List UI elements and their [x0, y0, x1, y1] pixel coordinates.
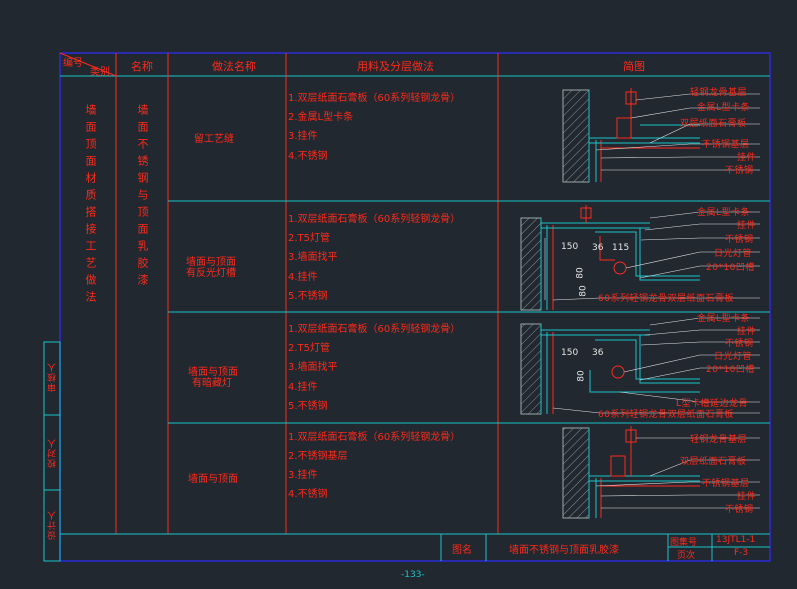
row3-callout-1: 金属L型卡条	[697, 314, 751, 324]
row3-callout-2: 挂件	[737, 327, 757, 337]
row2-dim-2: 36	[592, 243, 604, 253]
row1-callout-1: 轻钢龙骨基层	[690, 88, 748, 98]
row1-method: 留工艺缝	[194, 134, 234, 145]
row3-dim-1: 150	[561, 348, 579, 358]
page-number: -133-	[401, 570, 425, 580]
row3-material-5: 5.不锈钢	[288, 401, 328, 412]
header-method: 做法名称	[212, 60, 256, 73]
row4-callout-3: 不锈钢基层	[702, 479, 750, 489]
row2-method-line1: 墙面与顶面	[186, 257, 236, 268]
row3-dim-2: 36	[592, 348, 604, 358]
row3-material-2: 2.T5灯管	[288, 343, 331, 354]
header-material: 用料及分层做法	[357, 60, 434, 73]
row3-callout-4: 日光灯管	[714, 352, 753, 362]
row2-method-line2: 有反光灯槽	[186, 268, 236, 279]
row4-material-4: 4.不锈钢	[288, 489, 328, 500]
row2-material-5: 5.不锈钢	[288, 291, 328, 302]
row3-method-line2: 有暗藏灯	[192, 378, 232, 389]
header-no: 编号	[63, 58, 83, 69]
footer-page-label: 页次	[677, 551, 696, 561]
row4-callout-4: 挂件	[737, 492, 757, 502]
row2-callout-3: 不锈钢	[725, 235, 754, 245]
row2-dim-3: 115	[612, 243, 630, 253]
footer-atlas-value: 13JTL1-1	[716, 535, 756, 545]
row2-callout-2: 挂件	[737, 221, 757, 231]
footer-atlas-label: 图集号	[670, 538, 698, 548]
sketch-4	[562, 426, 760, 519]
row3-material-4: 4.挂件	[288, 382, 318, 393]
row3-method-line1: 墙面与顶面	[188, 367, 238, 378]
row4-callout-5: 不锈钢	[725, 505, 754, 515]
sketch-1	[562, 88, 760, 183]
row3-callout-5: 20*10凹槽	[706, 365, 755, 375]
side-label-checker: 校对人	[48, 438, 58, 468]
row1-callout-4: 不锈钢基层	[702, 140, 750, 150]
footer-page-value: F-3	[734, 548, 749, 558]
row1-callout-2: 金属L型卡条	[697, 103, 751, 113]
header-name: 名称	[131, 60, 153, 73]
header-sketch: 简图	[623, 60, 645, 73]
row3-callout-7: 60系列轻钢龙骨双层纸面石膏板	[598, 410, 734, 420]
row2-dim-1: 150	[561, 242, 579, 252]
row3-callout-3: 不锈钢	[725, 339, 754, 349]
row3-callout-6: L型卡槽延边龙骨	[676, 399, 749, 409]
row2-callout-1: 金属L型卡条	[697, 208, 751, 218]
sketch-2	[520, 205, 760, 311]
footer-drawing-name: 墙面不锈钢与顶面乳胶漆	[509, 545, 619, 556]
side-label-reviewer: 审核人	[48, 362, 58, 392]
header-category: 类别	[90, 67, 110, 78]
sketch-3	[520, 317, 760, 415]
row2-material-3: 3.墙面找平	[288, 252, 338, 263]
row3-dim-3: 80	[576, 370, 587, 382]
row1-material-1: 1.双层纸面石膏板（60系列轻钢龙骨）	[288, 93, 461, 104]
row2-material-1: 1.双层纸面石膏板（60系列轻钢龙骨）	[288, 214, 461, 225]
row4-callout-2: 双层纸面石膏板	[680, 457, 747, 467]
row2-material-4: 4.挂件	[288, 272, 318, 283]
row1-material-2: 2.金属L型卡条	[288, 112, 354, 123]
row2-material-2: 2.T5灯管	[288, 233, 331, 244]
category-text: 墙面顶面材质搭接工艺做法	[84, 104, 97, 308]
row2-callout-5: 20*10凹槽	[706, 263, 755, 273]
footer-drawing-name-label: 图名	[452, 545, 472, 556]
row2-dim-5: 80	[578, 285, 589, 297]
row2-callout-4: 日光灯管	[714, 249, 753, 259]
row2-callout-6: 60系列轻钢龙骨双层纸面石膏板	[598, 294, 734, 304]
row4-material-1: 1.双层纸面石膏板（60系列轻钢龙骨）	[288, 432, 461, 443]
row4-method: 墙面与顶面	[188, 474, 238, 485]
name-text: 墙面不锈钢与顶面乳胶漆	[136, 104, 149, 291]
row1-callout-5: 挂件	[737, 153, 757, 163]
row1-material-4: 4.不锈钢	[288, 151, 328, 162]
row2-dim-4: 80	[575, 267, 586, 279]
side-label-designer: 设计人	[48, 510, 58, 540]
row1-callout-6: 不锈钢	[725, 166, 754, 176]
row4-callout-1: 轻钢龙骨基层	[690, 435, 748, 445]
row4-material-2: 2.不锈钢基层	[288, 451, 348, 462]
row1-material-3: 3.挂件	[288, 131, 318, 142]
row1-callout-3: 双层纸面石膏板	[680, 119, 747, 129]
row3-material-3: 3.墙面找平	[288, 362, 338, 373]
row4-material-3: 3.挂件	[288, 470, 318, 481]
row3-material-1: 1.双层纸面石膏板（60系列轻钢龙骨）	[288, 324, 461, 335]
